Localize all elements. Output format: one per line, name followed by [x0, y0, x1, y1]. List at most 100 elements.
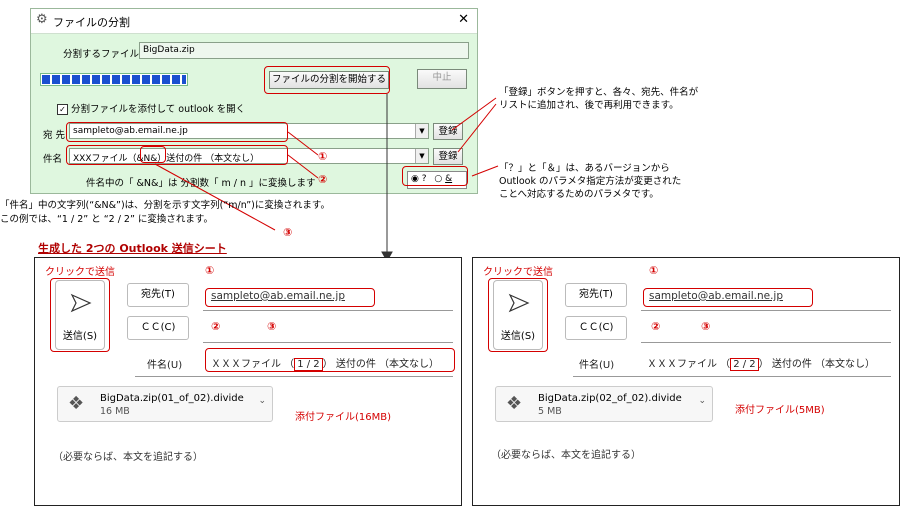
to-recipient[interactable]: sampleto@ab.email.ne.jp [649, 290, 783, 302]
subject-label: 件名(U) [147, 360, 183, 371]
highlight-to-recipient [643, 288, 813, 307]
subject-part: 2 / 2 [730, 358, 759, 371]
param-radio-group: ◉ ? ○ & [407, 171, 467, 189]
cc-underline [203, 342, 453, 343]
circle-2: ② [318, 173, 328, 186]
attachment-name: BigData.zip(02_of_02).divide [538, 393, 682, 404]
dialog-title: ファイルの分割 [53, 16, 130, 29]
subject-prefix: ＸＸＸファイル （ [211, 359, 295, 370]
click-to-send-note: クリックで送信 [483, 267, 553, 278]
radio-amp[interactable]: ○ & [434, 174, 453, 184]
radio-amp-label: & [445, 174, 453, 184]
attachment-name: BigData.zip(01_of_02).divide [100, 393, 244, 404]
gear-icon: ⚙ [36, 12, 48, 27]
section-heading: 生成した 2つの Outlook 送信シート [38, 242, 227, 255]
hint-text: 件名中の「 &N&」は 分割数「 m / n 」に変換します [86, 178, 316, 189]
split-file-dialog: ⚙ ファイルの分割 ✕ 分割するファイル BigData.zip ファイルの分割… [30, 8, 478, 194]
radio-question-label: ? [421, 174, 427, 184]
to-label: 宛 先 [43, 130, 66, 141]
subject-label: 件名(U) [579, 360, 615, 371]
attach-checkbox-label: 分割ファイルを添付して outlook を開く [71, 104, 246, 115]
progress-bar [40, 73, 188, 86]
subject-suffix: ） 送付の件 （本文なし） [758, 359, 875, 370]
send-arrow-icon [508, 293, 530, 313]
sheet1-circle-3: ③ [267, 320, 277, 333]
sheet1-circle-2: ② [211, 320, 221, 333]
highlight-subject [205, 348, 455, 372]
radio-question[interactable]: ◉ ? [411, 174, 427, 184]
body-text[interactable]: （必要ならば、本文を追記する） [491, 450, 641, 461]
cc-button[interactable]: ＣＣ(C) [565, 316, 627, 340]
to-value: sampleto@ab.email.ne.jp [73, 126, 188, 136]
to-button[interactable]: 宛先(T) [565, 283, 627, 307]
file-icon: ❖ [506, 393, 523, 414]
file-value: BigData.zip [143, 45, 195, 55]
subject-underline [573, 376, 891, 377]
circle-3: ③ [283, 226, 293, 239]
sheet2-circle-1: ① [649, 264, 659, 277]
attachment-size: 5 MB [538, 406, 562, 417]
highlight-send [50, 278, 110, 352]
attach-note: 添付ファイル(5MB) [735, 405, 825, 416]
file-icon: ❖ [68, 393, 85, 414]
subject-value[interactable]: ＸＸＸファイル （2 / 2） 送付の件 （本文なし） [647, 355, 875, 371]
close-icon[interactable]: ✕ [458, 12, 469, 27]
highlight-to-recipient [205, 288, 375, 307]
subject-combo[interactable]: XXXファイル（&N&）送付の件 （本文なし） ▼ [69, 148, 429, 164]
send-label: 送信(S) [62, 331, 98, 342]
click-to-send-note: クリックで送信 [45, 267, 115, 278]
subject-suffix: ）送付の件 （本文なし） [157, 154, 260, 164]
to-underline [203, 310, 453, 311]
sheet2-circle-2: ② [651, 320, 661, 333]
checkbox-icon: ✓ [57, 104, 68, 115]
highlight-radio [402, 166, 468, 186]
file-field[interactable]: BigData.zip [139, 42, 469, 59]
start-split-button[interactable]: ファイルの分割を開始する [269, 71, 389, 89]
token-note-2: この例では、“1 / 2” と “2 / 2” に変換されます。 [0, 214, 213, 225]
circle-1: ① [318, 150, 328, 163]
body-text[interactable]: （必要ならば、本文を追記する） [53, 452, 203, 463]
chevron-down-icon[interactable]: ▼ [415, 149, 428, 163]
to-recipient[interactable]: sampleto@ab.email.ne.jp [211, 290, 345, 302]
send-label: 送信(S) [500, 331, 536, 342]
register-subject-button[interactable]: 登録 [433, 148, 463, 165]
chevron-down-icon[interactable]: ⌄ [258, 396, 266, 406]
subject-token: &N& [136, 154, 158, 164]
chevron-down-icon[interactable]: ⌄ [698, 396, 706, 406]
attachment-chip[interactable]: ❖ BigData.zip(02_of_02).divide 5 MB ⌄ [495, 386, 713, 422]
outlook-sheet-1: クリックで送信 送信(S) 宛先(T) ＣＣ(C) sampleto@ab.em… [34, 257, 462, 506]
sheet1-circle-1: ① [205, 264, 215, 277]
highlight-subject [66, 145, 288, 165]
send-button[interactable]: 送信(S) [493, 280, 543, 350]
attach-checkbox[interactable]: ✓ 分割ファイルを添付して outlook を開く [57, 101, 245, 115]
cc-underline [641, 342, 891, 343]
subject-suffix: ） 送付の件 （本文なし） [322, 359, 439, 370]
dialog-titlebar: ⚙ ファイルの分割 ✕ [31, 9, 477, 34]
subject-value[interactable]: ＸＸＸファイル （1 / 2） 送付の件 （本文なし） [211, 355, 439, 371]
cc-button[interactable]: ＣＣ(C) [127, 316, 189, 340]
highlight-start-button [264, 66, 390, 94]
highlight-send [488, 278, 548, 352]
token-note-1: 「件名」中の文字列(“&N&”)は、分割を示す文字列(“m/n”)に変換されます… [0, 200, 330, 211]
highlight-token [140, 146, 166, 163]
stop-button[interactable]: 中止 [417, 69, 467, 89]
radio-note: 「？」と「＆」は、あるバージョンからOutlook のパラメタ指定方法が変更され… [499, 163, 682, 200]
to-button[interactable]: 宛先(T) [127, 283, 189, 307]
highlight-to [66, 122, 288, 142]
register-note: 「登録」ボタンを押すと、各々、宛先、件名がリストに追加され、後で再利用できます。 [499, 87, 699, 111]
attachment-chip[interactable]: ❖ BigData.zip(01_of_02).divide 16 MB ⌄ [57, 386, 273, 422]
send-arrow-icon [70, 293, 92, 313]
attachment-size: 16 MB [100, 406, 130, 417]
outlook-sheet-2: クリックで送信 送信(S) 宛先(T) ＣＣ(C) sampleto@ab.em… [472, 257, 900, 506]
chevron-down-icon[interactable]: ▼ [415, 124, 428, 138]
subject-underline [135, 376, 453, 377]
to-combo[interactable]: sampleto@ab.email.ne.jp ▼ [69, 123, 429, 139]
subject-prefix: ＸＸＸファイル （ [647, 359, 731, 370]
send-button[interactable]: 送信(S) [55, 280, 105, 350]
subject-prefix: XXXファイル（ [73, 154, 137, 164]
subject-label: 件名 [43, 154, 63, 165]
sheet2-circle-3: ③ [701, 320, 711, 333]
to-underline [641, 310, 891, 311]
file-label: 分割するファイル [63, 49, 140, 60]
